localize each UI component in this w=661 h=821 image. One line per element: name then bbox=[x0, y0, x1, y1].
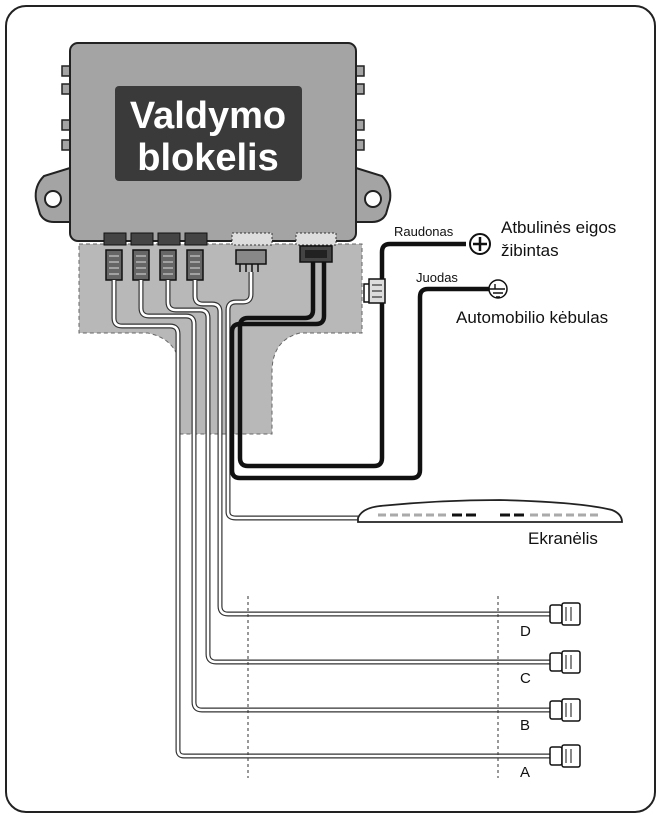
reverse-light-label-1: Atbulinės eigos bbox=[501, 218, 616, 237]
control-unit: Valdymo blokelis bbox=[34, 42, 392, 246]
sensor-c bbox=[549, 650, 581, 674]
sensor-a bbox=[549, 744, 581, 768]
car-body-label: Automobilio kėbulas bbox=[456, 308, 608, 327]
ground-symbol-icon bbox=[488, 279, 508, 299]
unit-sockets bbox=[103, 232, 337, 246]
sensor-label-c: C bbox=[520, 670, 531, 687]
sensor-b bbox=[549, 698, 581, 722]
power-wires bbox=[229, 241, 489, 481]
sensor-label-a: A bbox=[520, 764, 530, 781]
title-line-2: blokelis bbox=[137, 137, 279, 179]
fuse-holder bbox=[363, 278, 386, 304]
display-label: Ekranėlis bbox=[528, 529, 598, 548]
reverse-light-label-2: žibintas bbox=[501, 241, 559, 260]
sensor-plugs bbox=[105, 245, 333, 281]
sensor-wires bbox=[111, 272, 560, 759]
black-wire-label: Juodas bbox=[416, 270, 458, 285]
title-box bbox=[115, 86, 302, 181]
sensor-label-d: D bbox=[520, 623, 531, 640]
sensor-label-b: B bbox=[520, 717, 530, 734]
red-wire bbox=[237, 241, 466, 469]
black-wire bbox=[229, 262, 489, 481]
display-unit bbox=[357, 499, 623, 523]
sensor-d bbox=[549, 602, 581, 626]
plus-terminal-icon bbox=[469, 233, 491, 255]
red-wire-label: Raudonas bbox=[394, 224, 454, 239]
title-line-1: Valdymo bbox=[130, 95, 286, 137]
